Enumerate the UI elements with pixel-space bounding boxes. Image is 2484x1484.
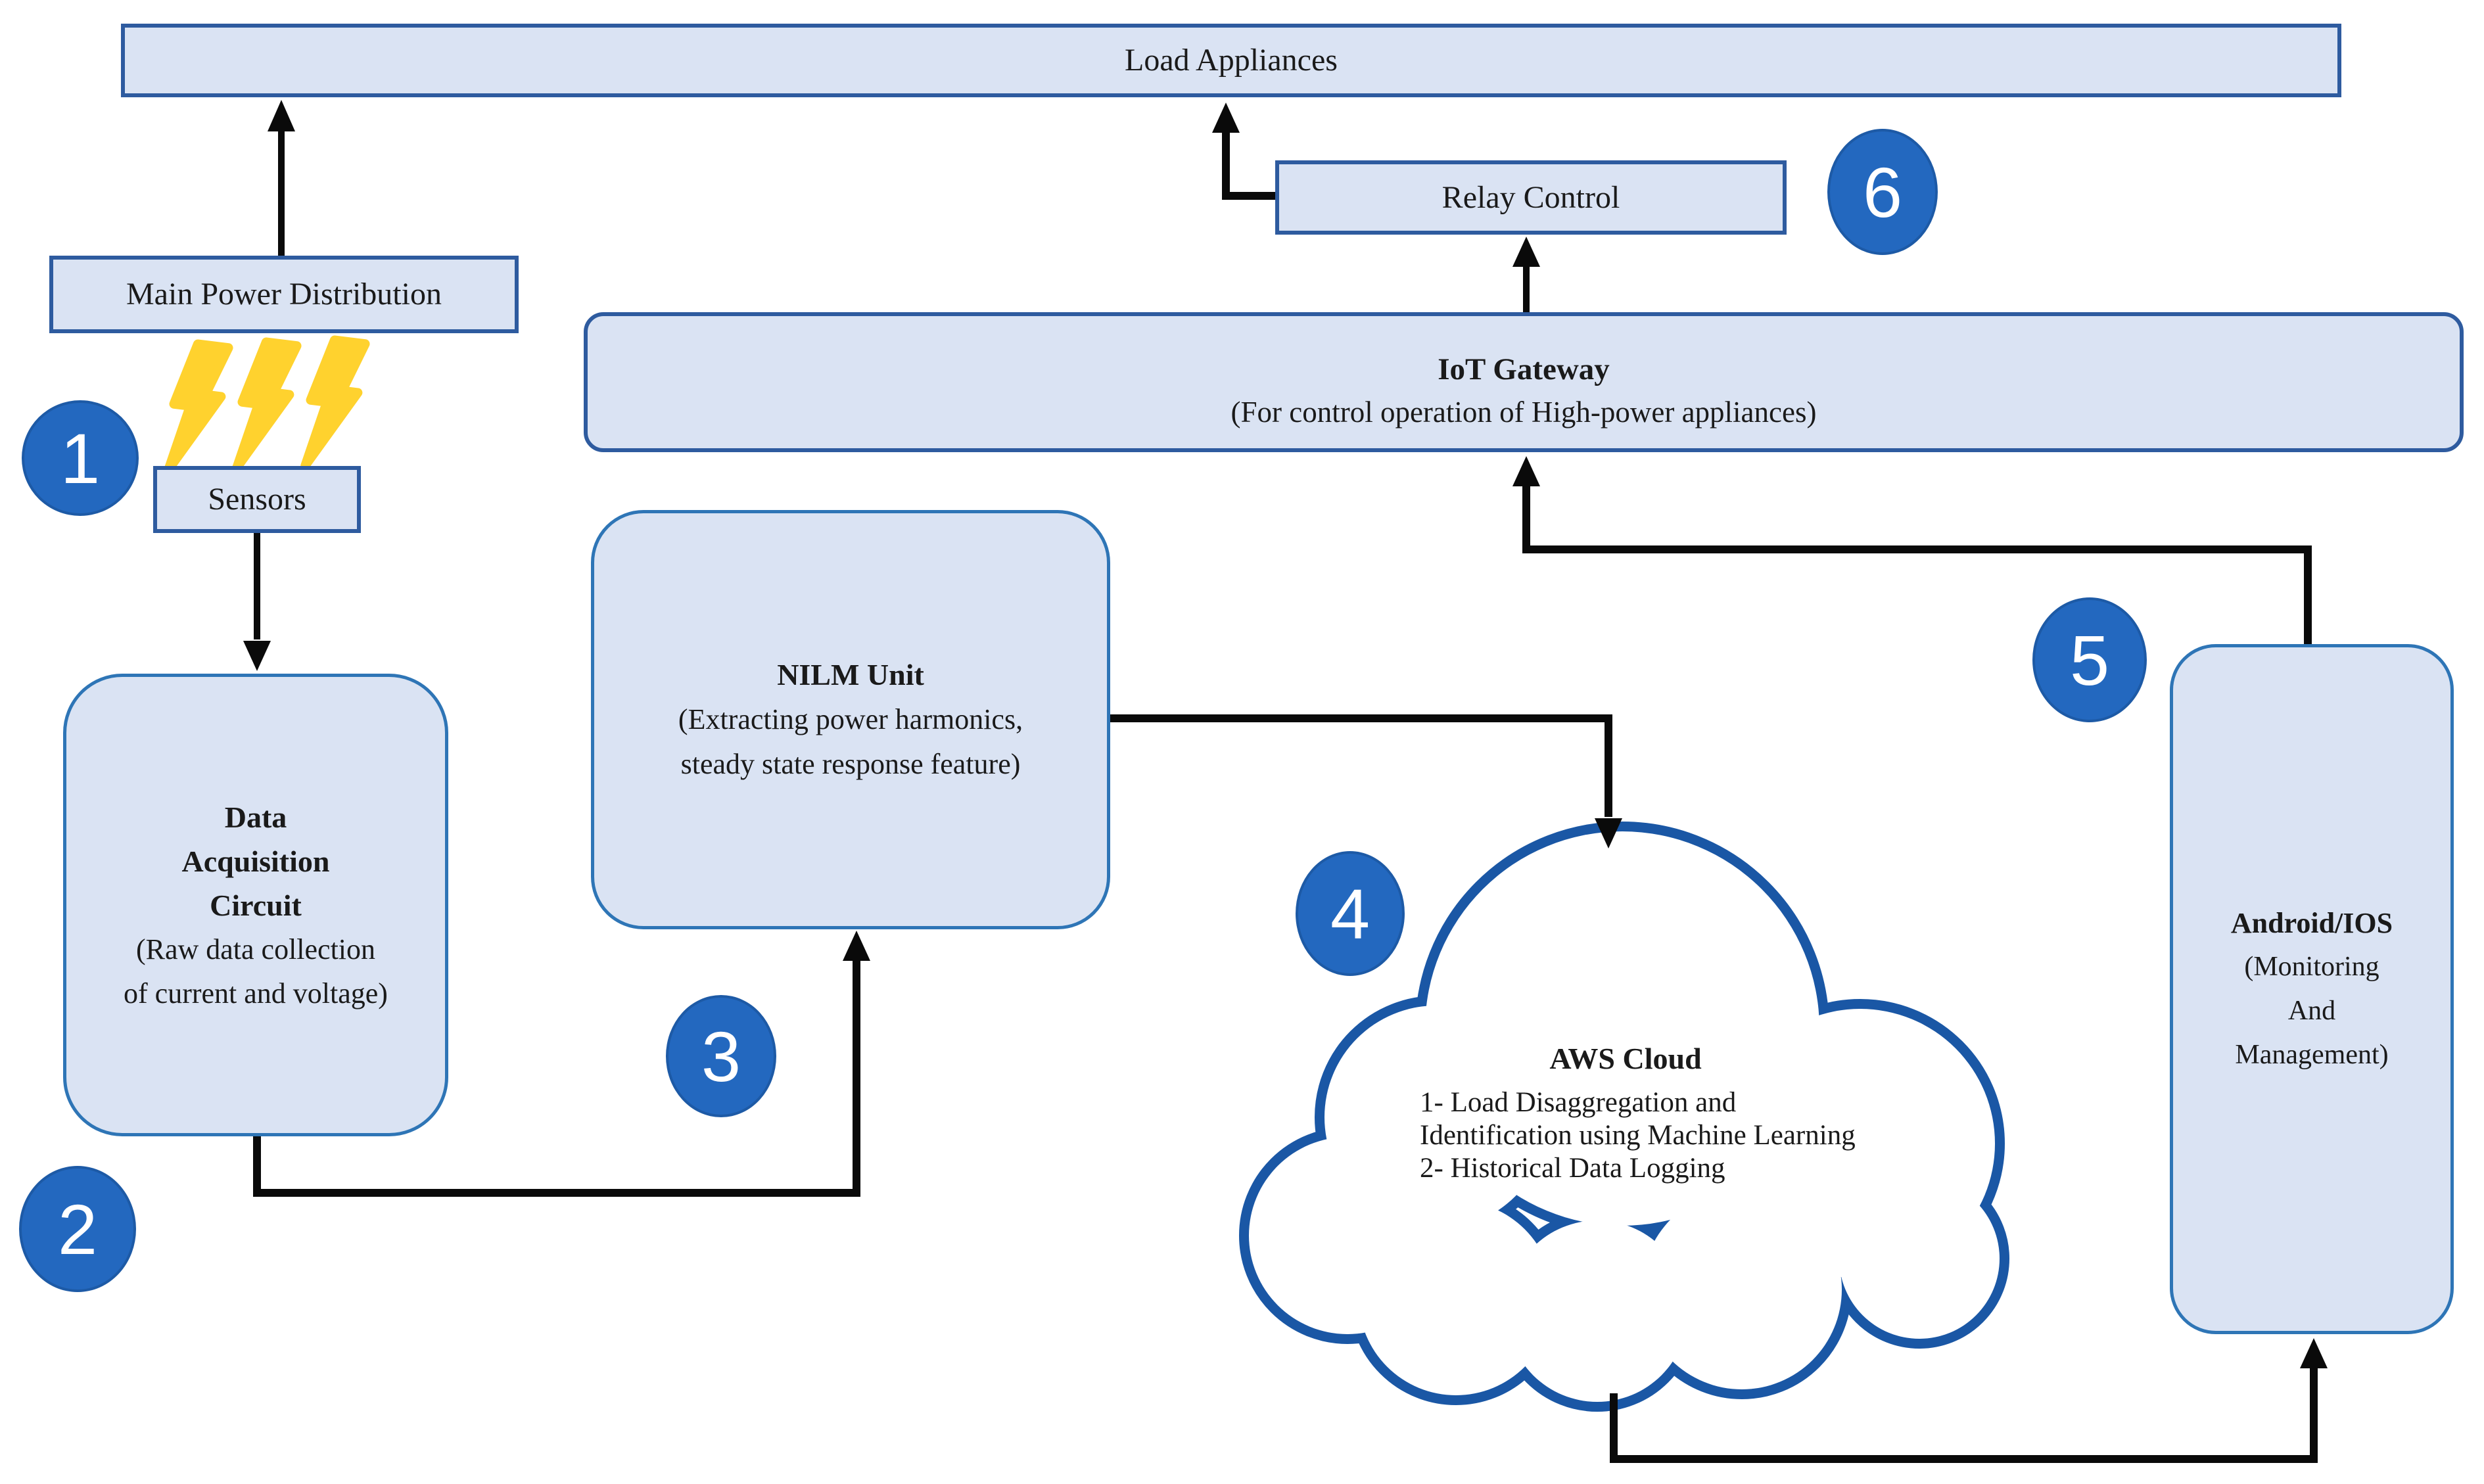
dac-subtitle-line: of current and voltage) (124, 977, 388, 1009)
arrow-android-to-iotgateway (1522, 486, 2312, 644)
android-ios-subtitle-line: Management) (2235, 1040, 2389, 1070)
arrow-cloud-to-android (1610, 1368, 2318, 1463)
dac-title-line: Circuit (210, 888, 302, 922)
node-iot-gateway: IoT Gateway (For control operation of Hi… (584, 312, 2464, 452)
main-power-distribution-label: Main Power Distribution (126, 277, 442, 312)
iot-gateway-subtitle: (For control operation of High-power app… (1230, 395, 1817, 429)
step-badge-3: 3 (666, 995, 776, 1117)
node-load-appliances: Load Appliances (121, 24, 2341, 97)
lightning-bolt-icon-group (164, 335, 370, 475)
step-badge-1: 1 (22, 400, 139, 516)
lightning-bolt-icon (300, 335, 370, 471)
step-badge-4: 4 (1296, 851, 1405, 976)
node-aws-cloud: AWS Cloud 1- Load Disaggregation and Ide… (1420, 1042, 1985, 1185)
android-ios-subtitle-line: And (2287, 996, 2336, 1026)
aws-cloud-line: 2- Historical Data Logging (1420, 1153, 1725, 1184)
node-main-power-distribution: Main Power Distribution (49, 256, 519, 333)
step-badge-6: 6 (1827, 129, 1938, 255)
aws-cloud-title: AWS Cloud (1549, 1042, 1702, 1075)
android-ios-subtitle-line: (Monitoring (2244, 952, 2379, 982)
node-sensors: Sensors (153, 466, 361, 533)
node-data-acquisition-circuit: Data Acquisition Circuit (Raw data colle… (63, 674, 448, 1136)
dac-title-line: Data (224, 800, 287, 834)
nilm-unit-subtitle-line: steady state response feature) (680, 748, 1021, 780)
iot-gateway-title: IoT Gateway (1438, 352, 1610, 386)
arrow-nilm-to-cloud (1110, 714, 1612, 817)
dac-subtitle-line: (Raw data collection (135, 933, 376, 965)
node-nilm-unit: NILM Unit (Extracting power harmonics, s… (591, 510, 1110, 929)
nilm-unit-title: NILM Unit (777, 658, 924, 691)
arrow-dac-to-nilm (253, 961, 860, 1197)
relay-control-label: Relay Control (1441, 179, 1620, 215)
node-android-ios: Android/IOS (Monitoring And Management) (2170, 644, 2454, 1334)
node-relay-control: Relay Control (1275, 160, 1787, 235)
lightning-bolt-icon (232, 337, 302, 473)
step-badge-5: 5 (2032, 597, 2147, 722)
android-ios-title: Android/IOS (2230, 907, 2393, 939)
arrowheads (243, 100, 2328, 1368)
aws-cloud-line: 1- Load Disaggregation and (1420, 1087, 1737, 1118)
aws-cloud-line: Identification using Machine Learning (1420, 1120, 1856, 1151)
arrow-relay-to-loadappliances (1222, 133, 1275, 200)
nilm-unit-subtitle-line: (Extracting power harmonics, (678, 703, 1023, 735)
dac-title-line: Acquisition (181, 844, 330, 878)
cloud-shape (1239, 822, 2009, 1412)
sensors-label: Sensors (208, 482, 306, 517)
load-appliances-label: Load Appliances (1125, 43, 1338, 78)
lightning-bolt-icon (164, 339, 233, 475)
step-badge-2: 2 (19, 1166, 136, 1292)
